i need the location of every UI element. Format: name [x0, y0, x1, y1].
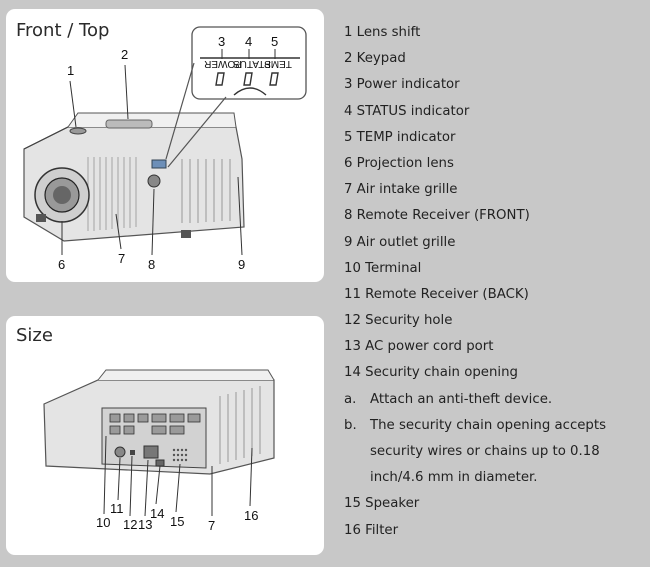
- size-title: Size: [16, 325, 53, 346]
- note-a: a. Attach an anti-theft device.: [344, 387, 648, 413]
- legend-item: 9 Air outlet grille: [344, 234, 456, 250]
- legend-item: 1 Lens shift: [344, 25, 421, 40]
- front-projector-illustration: POWER STATUS TEMP 1 2 3 4 5 6 7 8 9: [23, 26, 307, 272]
- legend-item: 11 Remote Receiver (BACK): [344, 286, 529, 302]
- legend-item: 15 Speaker: [344, 496, 420, 512]
- callout-11: 11: [110, 501, 124, 516]
- legend-item: 5 TEMP indicator: [344, 129, 456, 145]
- indicator-label-power: POWER: [204, 58, 242, 69]
- parts-legend: 1 Lens shift 2 Keypad 3 Power indicator …: [344, 20, 648, 544]
- front-top-title: Front / Top: [16, 20, 110, 41]
- size-panel: Size: [6, 316, 324, 555]
- legend-item: 4 STATUS indicator: [344, 103, 470, 119]
- callout-7: 7: [118, 251, 125, 266]
- legend-item: 2 Keypad: [344, 51, 406, 67]
- callout-1: 1: [67, 63, 74, 78]
- legend-item: 3 Power indicator: [344, 77, 460, 93]
- note-b: b. The security chain opening accepts se…: [344, 413, 648, 492]
- callout-12: 12: [123, 517, 137, 532]
- note-b-text: The security chain opening accepts secur…: [370, 417, 607, 486]
- note-a-key: a.: [344, 391, 357, 407]
- legend-item: 8 Remote Receiver (FRONT): [344, 208, 530, 224]
- indicator-label-temp: TEMP: [264, 58, 292, 69]
- callout-15: 15: [170, 514, 184, 529]
- rear-projector-illustration: 10 11 12 13 14 15 7 16: [43, 369, 275, 533]
- legend-item: 12 Security hole: [344, 313, 453, 329]
- note-a-text: Attach an anti-theft device.: [370, 391, 553, 407]
- callout-14: 14: [150, 506, 164, 521]
- callout-4: 4: [245, 34, 252, 49]
- callout-7-rear: 7: [208, 518, 215, 533]
- callout-3: 3: [218, 34, 225, 49]
- legend-item: 16 Filter: [344, 522, 399, 538]
- legend-item: 7 Air intake grille: [344, 182, 458, 198]
- callout-6: 6: [58, 257, 65, 272]
- callout-13: 13: [138, 517, 152, 532]
- indicator-label-status: STATUS: [233, 58, 271, 69]
- legend-item: 14 Security chain opening: [344, 365, 518, 381]
- note-b-key: b.: [344, 417, 357, 433]
- callout-10: 10: [96, 515, 110, 530]
- callout-16: 16: [244, 508, 258, 523]
- legend-item: 10 Terminal: [344, 260, 422, 276]
- callout-8: 8: [148, 257, 155, 272]
- front-top-panel: Front / Top: [6, 9, 324, 282]
- legend-item: 6 Projection lens: [344, 155, 454, 171]
- callout-9: 9: [238, 257, 245, 272]
- callout-5: 5: [271, 34, 278, 49]
- callout-2: 2: [121, 47, 128, 62]
- legend-item: 13 AC power cord port: [344, 339, 494, 355]
